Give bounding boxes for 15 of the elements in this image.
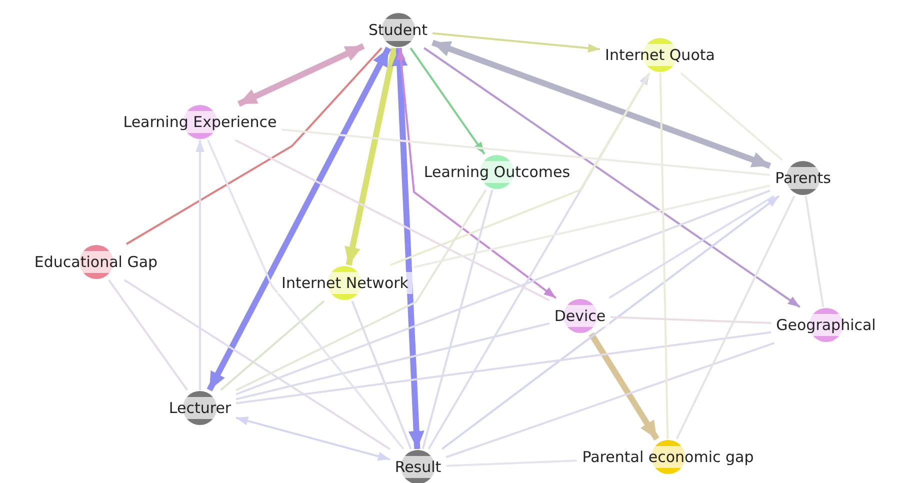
arrow	[396, 48, 556, 299]
arrow	[206, 46, 392, 392]
arrow	[237, 43, 365, 107]
arrow	[432, 32, 600, 53]
arrow	[588, 332, 660, 441]
arrow	[431, 40, 772, 169]
arrow	[236, 416, 390, 461]
arrow	[410, 47, 486, 155]
arrow	[428, 72, 650, 450]
arrow	[196, 140, 204, 390]
arrow	[441, 195, 780, 450]
arrow	[344, 47, 398, 266]
arrow	[392, 48, 424, 450]
node-label: Internet Network	[278, 272, 412, 294]
arrow	[424, 47, 800, 308]
